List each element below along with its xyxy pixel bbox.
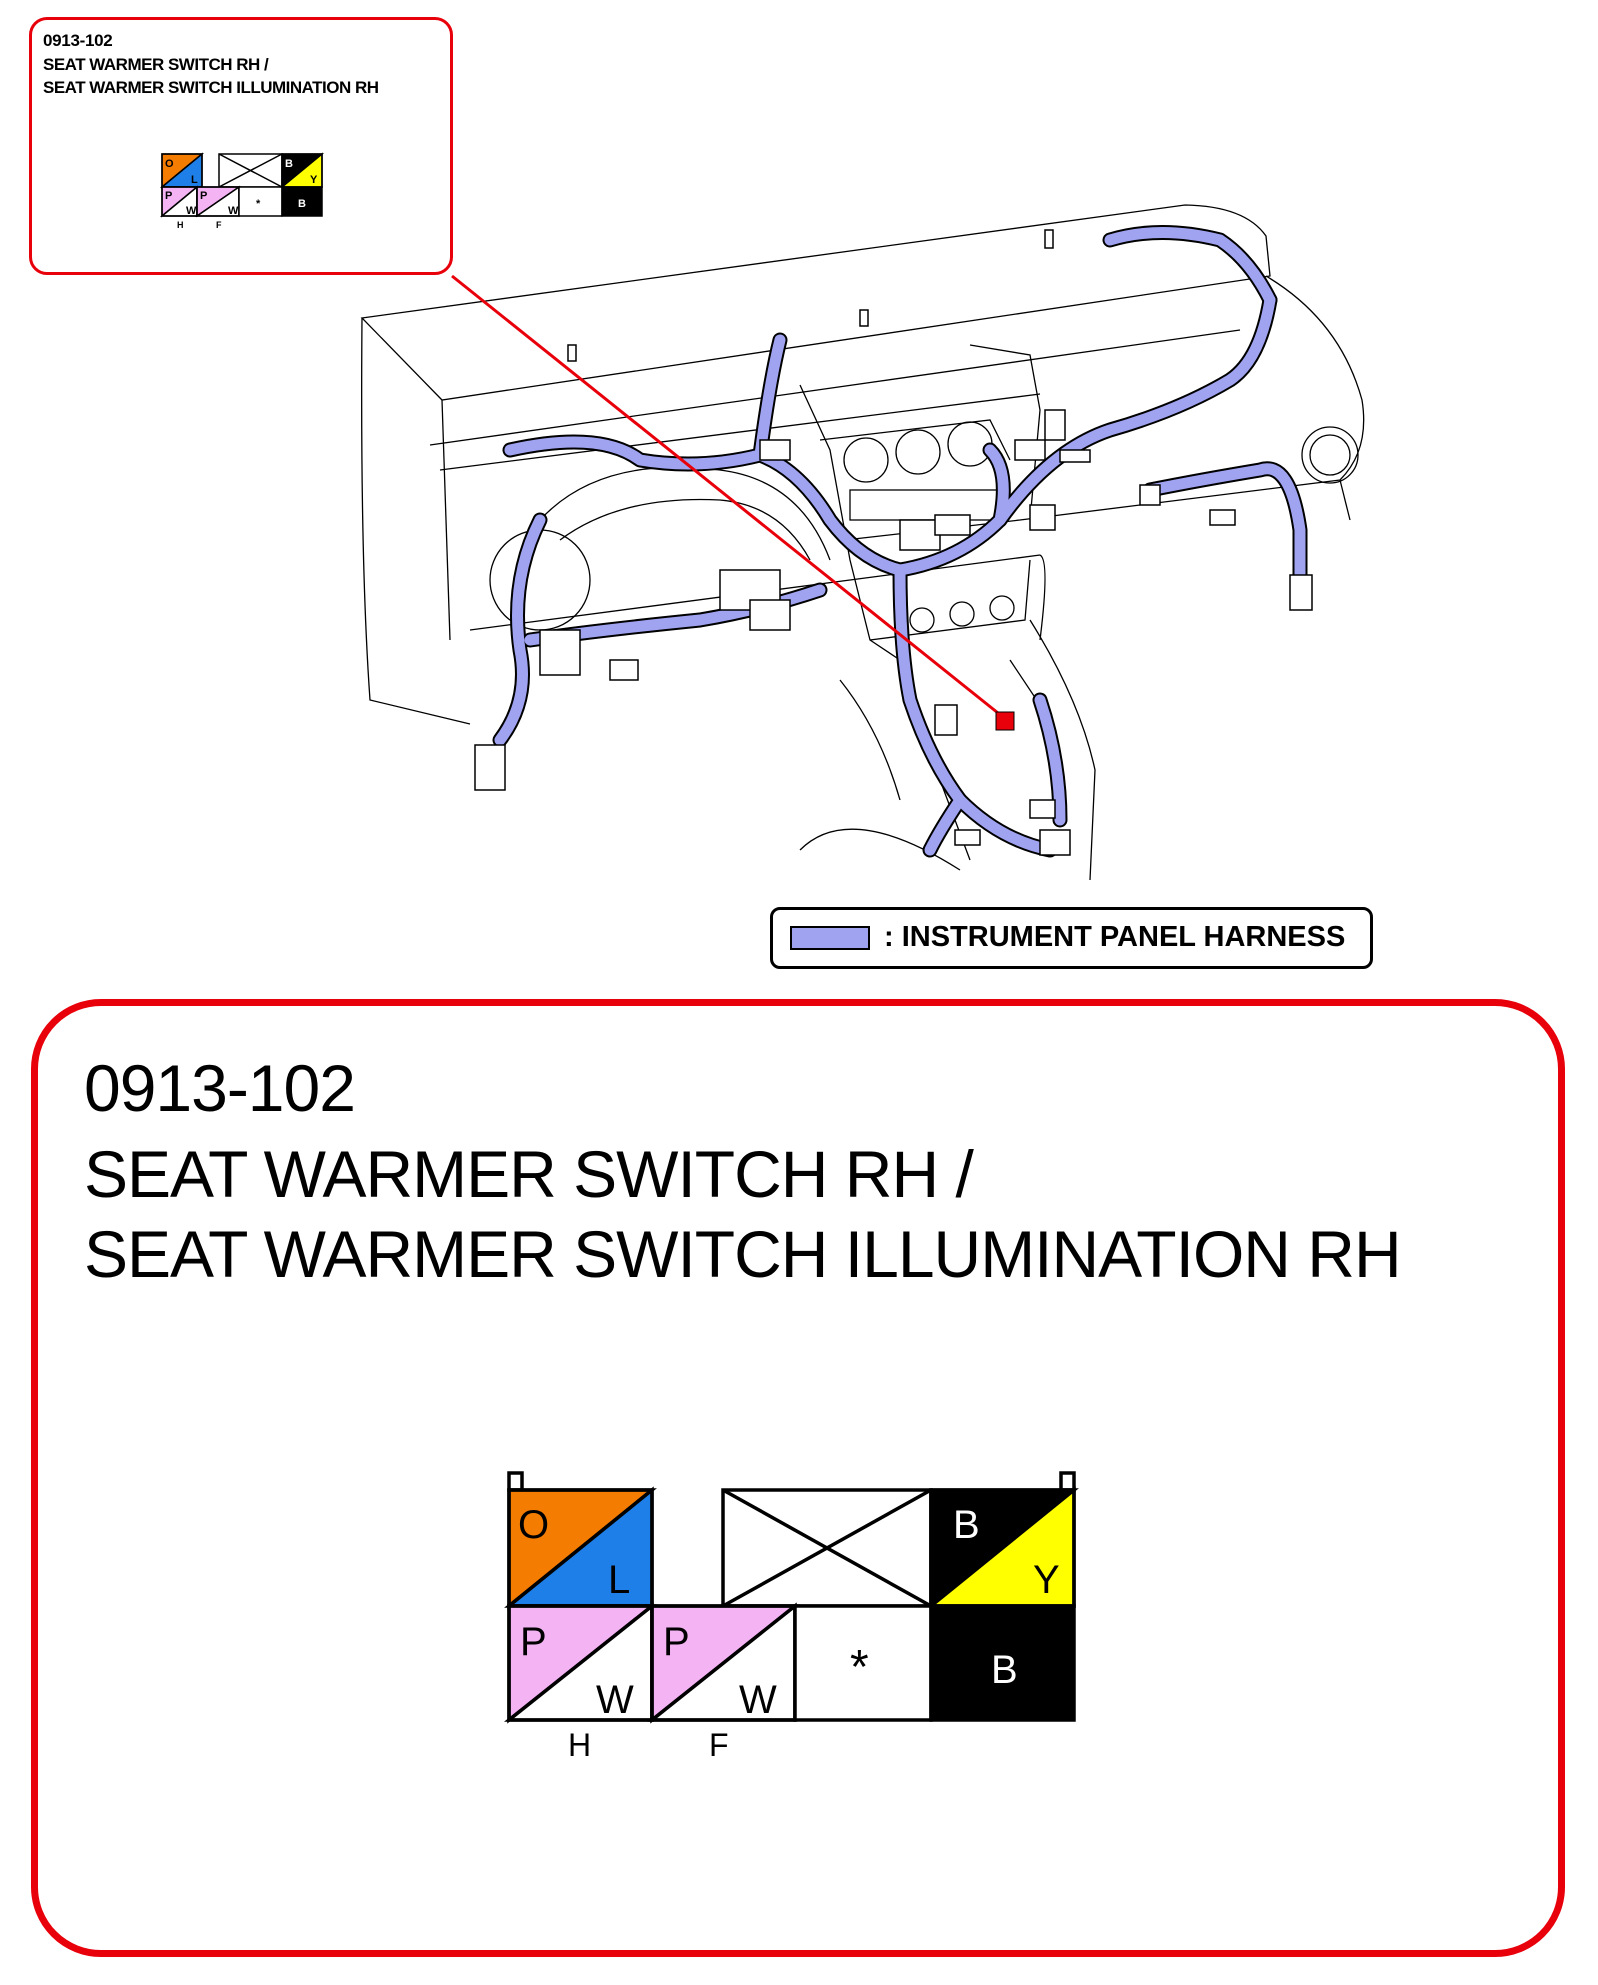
callout-code: 0913-102	[43, 31, 113, 50]
callout-pin-y: Y	[310, 174, 318, 186]
pin-label-w2: W	[739, 1678, 777, 1722]
callout-connector-face: O L B Y P W P W * B H F	[159, 152, 325, 230]
callout-pin-w2: W	[228, 205, 239, 217]
pin-label-w1: W	[596, 1678, 634, 1722]
callout-pin-w1: W	[186, 205, 197, 217]
bottom-label-h: H	[568, 1727, 591, 1763]
bottom-label-f: F	[709, 1727, 729, 1763]
detail-box	[31, 999, 1565, 1957]
dashboard-outline	[360, 204, 1365, 881]
pin-label-star: *	[850, 1641, 869, 1694]
callout-label-h: H	[177, 220, 184, 230]
detail-title-line2: SEAT WARMER SWITCH ILLUMINATION RH	[84, 1217, 1402, 1291]
pin-label-p1: P	[520, 1620, 547, 1664]
connector-locator[interactable]	[995, 711, 1015, 731]
detail-code: 0913-102	[84, 1051, 356, 1125]
callout-box	[29, 17, 453, 275]
terminal-star	[793, 1604, 933, 1722]
pin-label-l: L	[608, 1558, 630, 1602]
legend-harness-swatch	[790, 926, 870, 950]
terminal-o-l	[504, 1486, 657, 1610]
callout-pin-p2: P	[200, 190, 207, 202]
pin-label-p2: P	[663, 1620, 690, 1664]
callout-pin-star: *	[256, 198, 261, 210]
connector-face: O L B Y P W P W * B H F	[503, 1471, 1079, 1763]
callout-title-line2: SEAT WARMER SWITCH ILLUMINATION RH	[43, 78, 379, 97]
pin-label-y: Y	[1033, 1558, 1060, 1602]
callout-pin-l: L	[191, 174, 198, 186]
connector-latch-left	[507, 1471, 524, 1492]
pin-label-b-lower: B	[991, 1648, 1018, 1692]
legend-box	[770, 907, 1373, 969]
instrument-panel-illustration	[360, 204, 1365, 881]
terminal-b	[929, 1604, 1076, 1722]
connector-latch-right	[1059, 1471, 1076, 1492]
callout-pin-b1: B	[285, 158, 293, 170]
callout-pin-b2: B	[298, 198, 306, 210]
terminal-blank	[721, 1488, 933, 1608]
pin-label-b-upper: B	[953, 1503, 980, 1547]
leader-line	[451, 274, 1004, 719]
legend-label: : INSTRUMENT PANEL HARNESS	[884, 921, 1346, 953]
callout-pin-p1: P	[165, 190, 172, 202]
callout-title-line1: SEAT WARMER SWITCH RH /	[43, 55, 269, 74]
callout-label-f: F	[216, 220, 222, 230]
harness	[494, 227, 1306, 856]
pin-label-o: O	[518, 1503, 549, 1547]
detail-title-line1: SEAT WARMER SWITCH RH /	[84, 1137, 974, 1211]
callout-pin-o: O	[165, 158, 174, 170]
harness-connectors	[474, 229, 1313, 856]
